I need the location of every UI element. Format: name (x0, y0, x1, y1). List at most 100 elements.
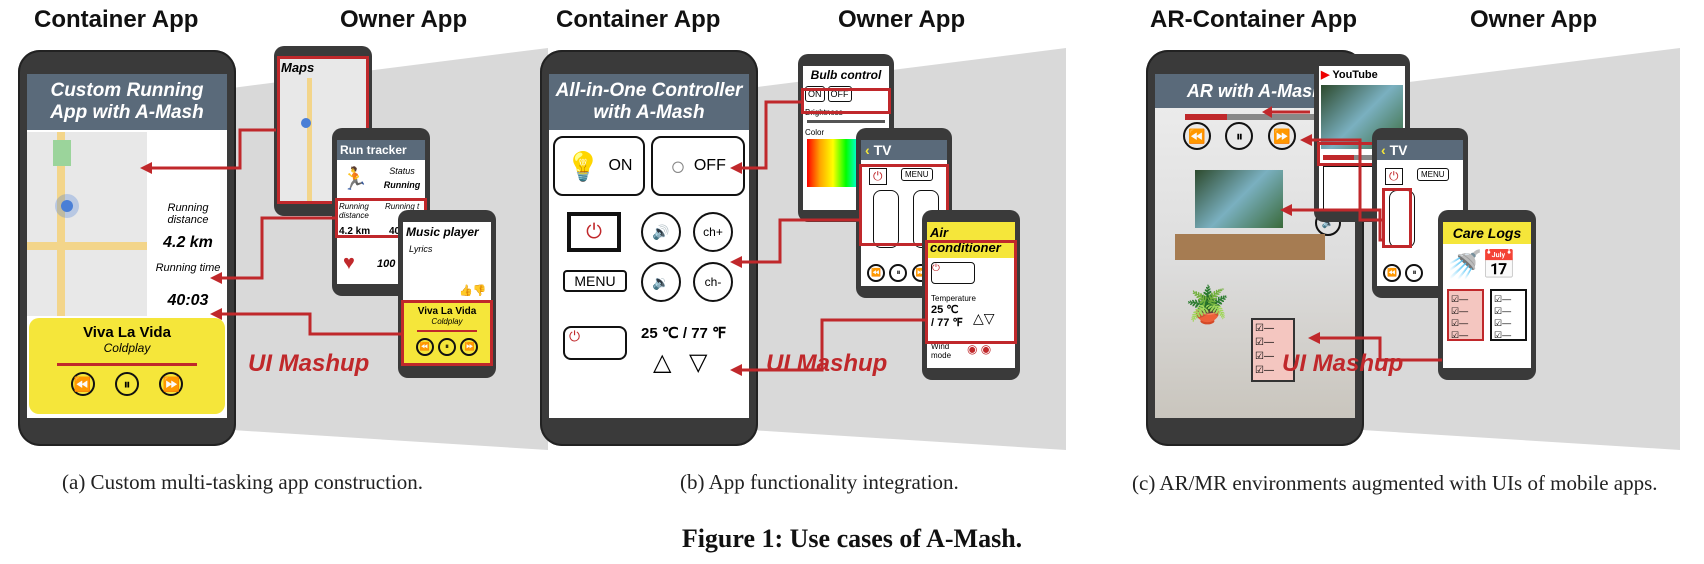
volume-up-icon[interactable]: 🔊 (641, 212, 681, 252)
mp-song: Viva La Vida (417, 306, 477, 317)
pause-icon[interactable]: ⏸ (115, 372, 139, 396)
owner-app-header-b: Owner App (838, 6, 966, 33)
tv-rewind-icon-c[interactable]: ⏪ (1383, 263, 1401, 282)
care-log-list-icon[interactable]: ☑—☑—☑—☑— (1447, 289, 1484, 341)
controller-title: All-in-One Controller with A-Mash (549, 74, 749, 130)
ar-pause-icon[interactable]: ⏸ (1225, 122, 1254, 150)
rewind-icon[interactable]: ⏪ (70, 372, 95, 396)
back-icon[interactable]: ‹ (865, 142, 874, 158)
ar-tv-image (1195, 170, 1283, 228)
ac-power-icon[interactable]: ⏻ (563, 326, 627, 360)
menu-button[interactable]: MENU (563, 270, 627, 292)
controller-screen: All-in-One Controller with A-Mash 💡 ON ○… (549, 74, 749, 418)
bulb-off-button[interactable]: OFF (827, 86, 852, 102)
music-player-screen: Music player Lyrics 👍👎 Viva La Vida Cold… (403, 222, 491, 366)
maps-title: Maps (281, 60, 315, 75)
ar-tv-stand (1175, 234, 1325, 260)
ar-screen: AR with A-Mash ⏪ ⏸ ⏩ 🔊 🔉 🪴 ☑—☑—☑—☑— (1155, 74, 1355, 418)
rt-distance-value: 4.2 km (339, 226, 371, 237)
ac-temp-f: / 77 ℉ (931, 317, 963, 329)
container-title: Custom Running App with A-Mash (27, 74, 227, 130)
brightness-slider[interactable] (807, 120, 885, 123)
ui-mashup-label-b: UI Mashup (766, 350, 888, 377)
tv-title-bar: ‹ TV (861, 140, 947, 160)
forward-icon[interactable]: ⏩ (159, 372, 184, 396)
figure-caption: Figure 1: Use cases of A-Mash. (681, 524, 1023, 553)
tv-highlight (859, 164, 949, 246)
back-icon-c[interactable]: ‹ (1381, 142, 1390, 158)
temp-up-icon[interactable]: △ (653, 349, 672, 376)
care-logs-screen: Care Logs 🚿📅 ☑—☑—☑—☑— ☑—☑—☑—☑— (1443, 222, 1531, 368)
ar-rewind-icon[interactable]: ⏪ (1183, 122, 1211, 150)
channel-up-button[interactable]: ch+ (693, 212, 733, 252)
running-distance-value: 4.2 km (163, 234, 213, 251)
mp-pause-icon[interactable]: ⏸ (438, 338, 456, 356)
caption-b: (b) App functionality integration. (680, 470, 959, 494)
watering-icon: 🚿📅 (1447, 249, 1517, 280)
music-player-title: Music player (406, 225, 479, 239)
temperature-label: Temperature (931, 294, 976, 303)
tv-menu-button-c[interactable]: MENU (1417, 168, 1449, 181)
ac-arrows-icon[interactable]: △▽ (973, 310, 995, 326)
mp-forward-icon[interactable]: ⏩ (460, 337, 479, 356)
light-on-button[interactable]: 💡 ON (553, 136, 645, 196)
tv-pause-icon-c[interactable]: ⏸ (1405, 264, 1424, 282)
tv-title-c: TV (1389, 142, 1408, 158)
status-label: Status (389, 166, 415, 176)
off-label: OFF (693, 157, 726, 174)
ar-forward-icon[interactable]: ⏩ (1267, 122, 1296, 150)
maps-location-icon (301, 118, 311, 128)
progress-bar[interactable] (57, 363, 197, 366)
tv-title: TV (873, 142, 892, 158)
lyrics-label: Lyrics (409, 244, 433, 254)
plant-image: 🪴 (1185, 284, 1230, 325)
ar-progress-bar[interactable] (1185, 114, 1325, 120)
mp-widget: Viva La Vida Coldplay ⏪ ⏸ ⏩ (403, 302, 491, 366)
tv-rewind-icon[interactable]: ⏪ (867, 263, 885, 282)
temperature-text: 25 ℃ / 77 ℉ (641, 325, 727, 342)
thumbs-icon[interactable]: 👍👎 (459, 285, 487, 297)
youtube-logo-icon: ▶ (1321, 69, 1330, 81)
bulb-highlight (801, 88, 891, 114)
runner-icon: 🏃 (341, 166, 369, 191)
map-view (27, 132, 147, 316)
tv-power-icon[interactable]: ⏻ (567, 212, 621, 252)
bulb-on-button[interactable]: ON (805, 86, 825, 102)
heart-value: 100 (377, 258, 396, 270)
ar-care-log-icon[interactable]: ☑—☑—☑—☑— (1251, 318, 1295, 382)
caption-a: (a) Custom multi-tasking app constructio… (62, 470, 424, 494)
location-dot-icon (61, 200, 73, 212)
channel-down-button[interactable]: ch- (693, 262, 733, 302)
care-logs-title: Care Logs (1443, 222, 1531, 244)
tv-volume-rocker[interactable] (873, 190, 899, 248)
tv-media-controls: ⏪ ⏸ ⏩ (867, 262, 930, 282)
wind-mode-icons[interactable]: ◉ ◉ (967, 342, 992, 356)
container-app-header: Container App (34, 6, 199, 33)
running-distance-label: Running distance (167, 202, 209, 226)
ui-mashup-label: UI Mashup (248, 350, 370, 377)
tv-power-small-icon[interactable]: ⏻ (869, 168, 887, 185)
owner-app-header: Owner App (340, 6, 468, 33)
youtube-label: YouTube (1332, 69, 1378, 81)
tv-menu-button[interactable]: MENU (901, 168, 933, 181)
temp-down-icon[interactable]: ▽ (689, 349, 708, 376)
mp-highlight (401, 300, 493, 366)
bulb-title: Bulb control (810, 68, 882, 82)
ac-unit-icon[interactable]: ⏻ (931, 262, 975, 284)
bulb-off-icon: ○ (670, 150, 686, 181)
volume-down-icon[interactable]: 🔉 (641, 262, 681, 302)
rt-time-label: Running t (385, 202, 420, 211)
tv-power-icon-c[interactable]: ⏻ (1385, 168, 1403, 185)
ar-container-header: AR-Container App (1150, 6, 1358, 33)
mp-rewind-icon[interactable]: ⏪ (415, 337, 434, 356)
tv-pause-icon[interactable]: ⏸ (889, 264, 908, 282)
running-time-value: 40:03 (167, 292, 209, 309)
artist-name: Coldplay (103, 341, 151, 355)
color-label: Color (805, 128, 825, 137)
status-value: Running (383, 180, 421, 190)
bulb-on-icon: 💡 (565, 150, 601, 182)
run-tracker-title: Run tracker (337, 140, 425, 160)
light-off-button[interactable]: ○ OFF (651, 136, 745, 196)
clipboard-icon[interactable]: ☑—☑—☑—☑— (1490, 289, 1527, 341)
wind-mode-label: Wind mode (931, 342, 952, 360)
